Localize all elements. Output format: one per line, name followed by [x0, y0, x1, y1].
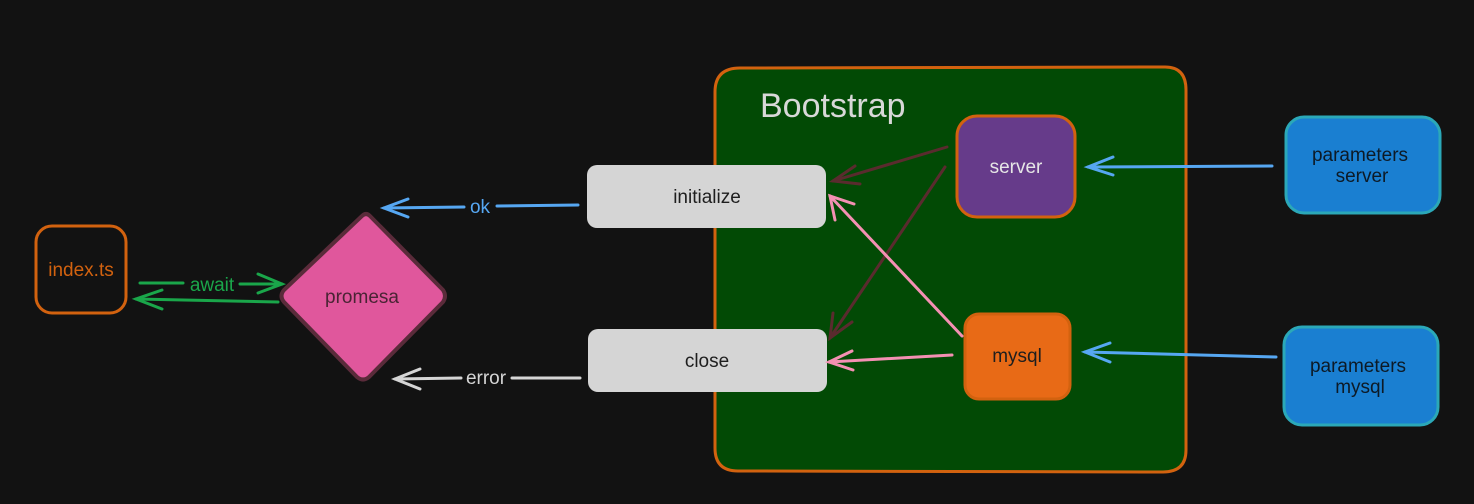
- parameters-server-line1: parameters: [1312, 145, 1408, 166]
- ok-label: ok: [470, 197, 491, 218]
- parameters-mysql-to-mysql-edge[interactable]: [1080, 341, 1278, 364]
- error-label: error: [466, 368, 507, 389]
- parameters-server-line2: server: [1336, 166, 1389, 187]
- server-to-initialize-edge[interactable]: [828, 145, 949, 186]
- mysql-node[interactable]: mysql: [963, 312, 1072, 401]
- promesa-label: promesa: [325, 287, 399, 308]
- parameters-mysql-line2: mysql: [1335, 377, 1385, 398]
- close-label: close: [685, 351, 729, 372]
- bootstrap-title: Bootstrap: [760, 87, 906, 125]
- server-to-close-edge[interactable]: [828, 165, 947, 342]
- bootstrap-container[interactable]: Bootstrap: [713, 65, 1188, 474]
- close-node[interactable]: close: [588, 329, 827, 392]
- index-ts-node[interactable]: index.ts: [34, 224, 128, 315]
- mysql-label: mysql: [992, 346, 1042, 367]
- initialize-node[interactable]: initialize: [587, 165, 826, 228]
- index-ts-label: index.ts: [48, 260, 113, 281]
- parameters-mysql-node[interactable]: parameters mysql: [1282, 325, 1440, 427]
- mysql-to-close-edge[interactable]: [825, 349, 954, 372]
- server-label: server: [990, 157, 1043, 178]
- initialize-label: initialize: [673, 187, 741, 208]
- parameters-server-to-server-edge[interactable]: [1083, 155, 1274, 177]
- error-edge[interactable]: [390, 367, 582, 391]
- promesa-node[interactable]: promesa: [279, 212, 447, 382]
- parameters-server-node[interactable]: parameters server: [1284, 115, 1442, 215]
- ok-edge[interactable]: [379, 197, 580, 219]
- mysql-to-initialize-edge[interactable]: [827, 193, 964, 338]
- server-node[interactable]: server: [955, 114, 1077, 219]
- await-label: await: [190, 275, 235, 296]
- await-edge[interactable]: [131, 272, 287, 311]
- parameters-mysql-line1: parameters: [1310, 356, 1406, 377]
